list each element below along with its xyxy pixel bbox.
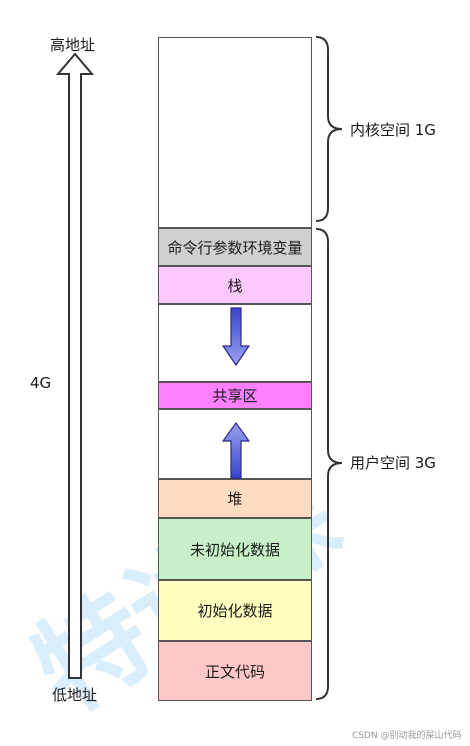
text-block: 正文代码 <box>158 641 312 701</box>
user-space-label: 用户空间 3G <box>350 454 436 472</box>
address-axis-arrow <box>55 52 95 679</box>
heap-grows-up-arrow <box>221 421 251 479</box>
data-block: 初始化数据 <box>158 580 312 641</box>
stack-block: 栈 <box>158 266 312 304</box>
kernel-space-label: 内核空间 1G <box>350 121 436 139</box>
heap-block: 堆 <box>158 479 312 518</box>
user-space-brace <box>315 228 343 700</box>
kernel-space-brace <box>315 36 343 222</box>
low-address-label: 低地址 <box>52 686 98 704</box>
kernel-space-block <box>158 37 312 228</box>
high-address-label: 高地址 <box>50 36 96 54</box>
footer-credit: CSDN @别动我的屎山代码 <box>352 731 462 741</box>
address-space-size-label: 4G <box>30 374 52 392</box>
cmdline-env-block: 命令行参数环境变量 <box>158 228 312 266</box>
stack-grows-down-arrow <box>221 307 251 367</box>
shared-region-block: 共享区 <box>158 382 312 409</box>
bss-block: 未初始化数据 <box>158 518 312 580</box>
